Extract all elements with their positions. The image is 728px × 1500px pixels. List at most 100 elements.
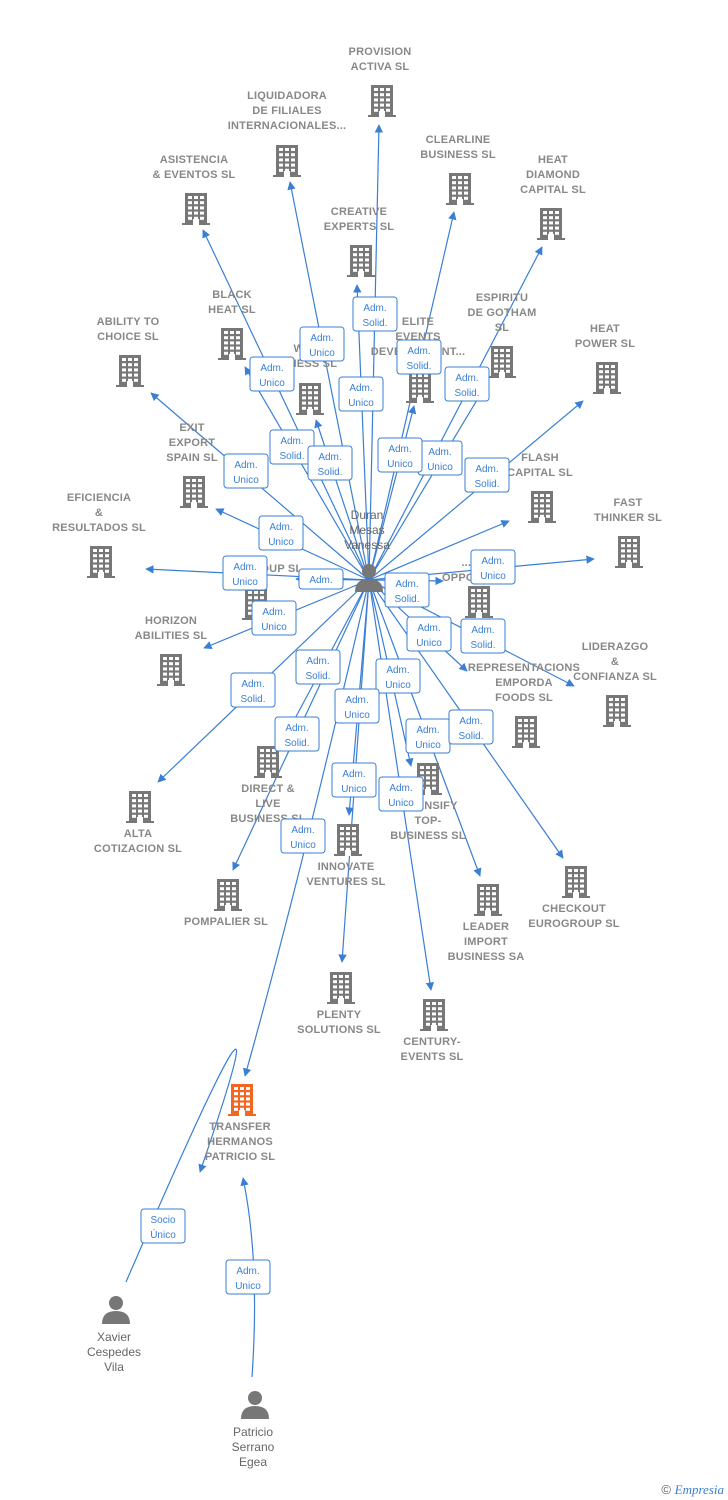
role-badge-duran-alta[interactable]: Adm.Solid. bbox=[230, 672, 276, 708]
role-badge-duran-clearline[interactable]: Adm.Unico bbox=[338, 376, 384, 412]
building-icon[interactable] bbox=[615, 536, 643, 568]
badge-role-line: Adm. bbox=[262, 607, 285, 618]
building-icon[interactable] bbox=[228, 1084, 256, 1116]
role-badge-duran-transfer[interactable]: Adm.Unico bbox=[280, 818, 326, 854]
role-badge-duran-innovate[interactable]: Adm.Unico bbox=[331, 762, 377, 798]
building-icon[interactable] bbox=[446, 173, 474, 205]
badge-role-line: Unico bbox=[341, 784, 367, 795]
role-badge-duran-fastthinker[interactable]: Adm.Unico bbox=[470, 549, 516, 585]
building-icon[interactable] bbox=[603, 695, 631, 727]
role-badge-duran-eficiencia[interactable]: Adm.Unico bbox=[222, 555, 268, 591]
person-icon[interactable] bbox=[102, 1296, 130, 1324]
building-icon[interactable] bbox=[334, 824, 362, 856]
role-badge-duran-opport[interactable]: Adm.Solid. bbox=[384, 572, 430, 608]
role-badge-duran-creative[interactable]: Adm.Unico bbox=[377, 437, 423, 473]
building-icon[interactable] bbox=[296, 383, 324, 415]
role-badge-duran-intensify[interactable]: Adm.Unico bbox=[405, 718, 451, 754]
role-badge-duran-direct[interactable]: Adm.Solid. bbox=[274, 716, 320, 752]
role-badge-duran-espiritu[interactable]: Adm.Solid. bbox=[444, 366, 490, 402]
role-badge-duran-cgroup[interactable]: Adm. bbox=[298, 568, 344, 590]
role-badge-duran-heatdiamond[interactable]: Adm.Unico bbox=[417, 440, 463, 476]
role-badge-duran-elite[interactable]: Adm.Solid. bbox=[396, 339, 442, 375]
building-icon[interactable] bbox=[488, 346, 516, 378]
role-badge-duran-liderazgo[interactable]: Adm.Solid. bbox=[460, 618, 506, 654]
building-icon[interactable] bbox=[126, 791, 154, 823]
building-icon[interactable] bbox=[347, 245, 375, 277]
building-icon[interactable] bbox=[368, 85, 396, 117]
person-icon[interactable] bbox=[355, 564, 383, 592]
role-badge-duran-plenty[interactable]: Adm.Unico bbox=[334, 688, 380, 724]
building-icon[interactable] bbox=[562, 866, 590, 898]
building-icon[interactable] bbox=[116, 355, 144, 387]
building-icon[interactable] bbox=[537, 208, 565, 240]
company-node-asistencia[interactable]: ASISTENCIA& EVENTOS SL bbox=[153, 154, 236, 225]
company-node-eficiencia[interactable]: EFICIENCIA&RESULTADOS SL bbox=[52, 492, 146, 578]
role-badge-duran-exitexport[interactable]: Adm.Unico bbox=[258, 515, 304, 551]
role-badge-duran-horizon[interactable]: Adm.Unico bbox=[251, 600, 297, 636]
company-node-century[interactable]: CENTURY-EVENTS SL bbox=[401, 999, 464, 1063]
building-icon[interactable] bbox=[512, 716, 540, 748]
building-icon[interactable] bbox=[593, 362, 621, 394]
role-badge-patricio-transfer[interactable]: Adm.Unico bbox=[225, 1259, 271, 1295]
company-label-line: HERMANOS bbox=[207, 1136, 273, 1148]
role-badge-duran-liquidadora[interactable]: Adm.Unico bbox=[299, 326, 345, 362]
person-icon[interactable] bbox=[241, 1391, 269, 1419]
building-icon[interactable] bbox=[87, 546, 115, 578]
building-icon[interactable] bbox=[327, 972, 355, 1004]
building-icon[interactable] bbox=[420, 999, 448, 1031]
building-icon[interactable] bbox=[180, 476, 208, 508]
role-badge-duran-checkout[interactable]: Adm.Solid. bbox=[448, 709, 494, 745]
role-badge-duran-century[interactable]: Adm.Unico bbox=[378, 776, 424, 812]
company-label-line: & bbox=[95, 507, 103, 519]
role-badge-duran-representaciones[interactable]: Adm.Unico bbox=[406, 616, 452, 652]
building-icon[interactable] bbox=[474, 884, 502, 916]
brand-logo[interactable]: Empresia bbox=[674, 1482, 724, 1497]
role-badge-duran-flash[interactable]: Adm.Solid. bbox=[464, 457, 510, 493]
role-badge-duran-provision[interactable]: Adm.Solid. bbox=[352, 296, 398, 332]
building-icon[interactable] bbox=[214, 879, 242, 911]
building-icon[interactable] bbox=[528, 491, 556, 523]
role-badge-duran-bworld[interactable]: Adm.Solid. bbox=[307, 445, 353, 481]
role-badge-duran-ability[interactable]: Adm.Unico bbox=[223, 453, 269, 489]
company-node-pompalier[interactable]: POMPALIER SL bbox=[184, 879, 268, 928]
building-icon[interactable] bbox=[406, 371, 434, 403]
company-node-liderazgo[interactable]: LIDERAZGO&CONFIANZA SL bbox=[573, 641, 657, 727]
building-icon[interactable] bbox=[182, 193, 210, 225]
role-badge-duran-pompalier[interactable]: Adm.Solid. bbox=[295, 649, 341, 685]
role-badge-duran-leader[interactable]: Adm.Unico bbox=[375, 658, 421, 694]
building-icon[interactable] bbox=[254, 746, 282, 778]
building-icon[interactable] bbox=[465, 586, 493, 618]
role-badge-duran-blackheat[interactable]: Adm.Unico bbox=[249, 356, 295, 392]
building-icon[interactable] bbox=[218, 328, 246, 360]
building-icon[interactable] bbox=[157, 654, 185, 686]
role-badge-duran-asistencia[interactable]: Adm.Solid. bbox=[269, 429, 315, 465]
building-icon[interactable] bbox=[273, 145, 301, 177]
